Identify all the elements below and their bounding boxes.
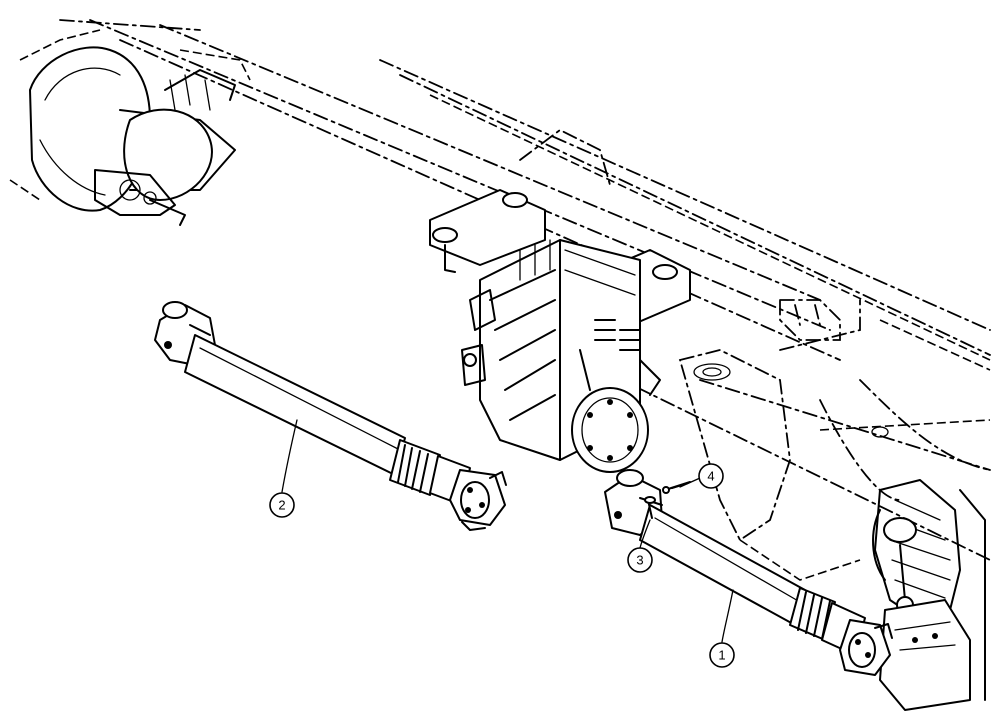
callout-1: 1 xyxy=(709,642,735,668)
propeller-shaft-1 xyxy=(604,469,893,676)
callout-2: 2 xyxy=(269,492,295,518)
callout-1-label: 1 xyxy=(718,648,725,663)
callout-3: 3 xyxy=(627,547,653,573)
rear-differential xyxy=(9,19,251,226)
frame-bracket-small xyxy=(779,299,841,341)
frame-rails xyxy=(89,19,991,561)
propeller-shaft-2 xyxy=(154,301,507,531)
callout-4-label: 4 xyxy=(707,469,714,484)
callout-2-label: 2 xyxy=(278,498,285,513)
transfer-case xyxy=(429,189,691,473)
leader-lines xyxy=(281,419,734,643)
front-axle-hub xyxy=(872,479,986,711)
washer-item-3 xyxy=(644,496,656,519)
callout-3-label: 3 xyxy=(636,553,643,568)
callout-4: 4 xyxy=(698,463,724,489)
bolt-item-4 xyxy=(662,481,691,494)
